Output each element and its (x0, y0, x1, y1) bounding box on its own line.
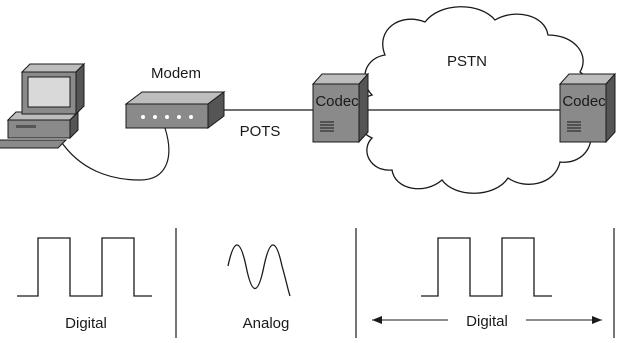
modem-label: Modem (151, 65, 201, 82)
pstn-cloud-icon (355, 6, 597, 194)
computer-modem-cable (59, 127, 170, 181)
digital-wave-right (421, 237, 552, 297)
arrowhead-right-icon (592, 316, 602, 324)
analog-wave (227, 244, 291, 297)
codec-left-label: Codec (315, 93, 359, 110)
signal-left-label: Digital (65, 315, 107, 332)
computer-icon (0, 62, 86, 149)
digital-wave-left (17, 237, 152, 297)
codec-left-icon (311, 72, 370, 144)
codec-right-label: Codec (562, 93, 606, 110)
arrowhead-left-icon (372, 316, 382, 324)
pots-label: POTS (240, 123, 281, 140)
codec-right-icon (558, 72, 617, 144)
modem-icon (124, 91, 226, 129)
signal-middle-label: Analog (243, 315, 290, 332)
signal-right-label: Digital (466, 313, 508, 330)
pstn-label: PSTN (447, 53, 487, 70)
